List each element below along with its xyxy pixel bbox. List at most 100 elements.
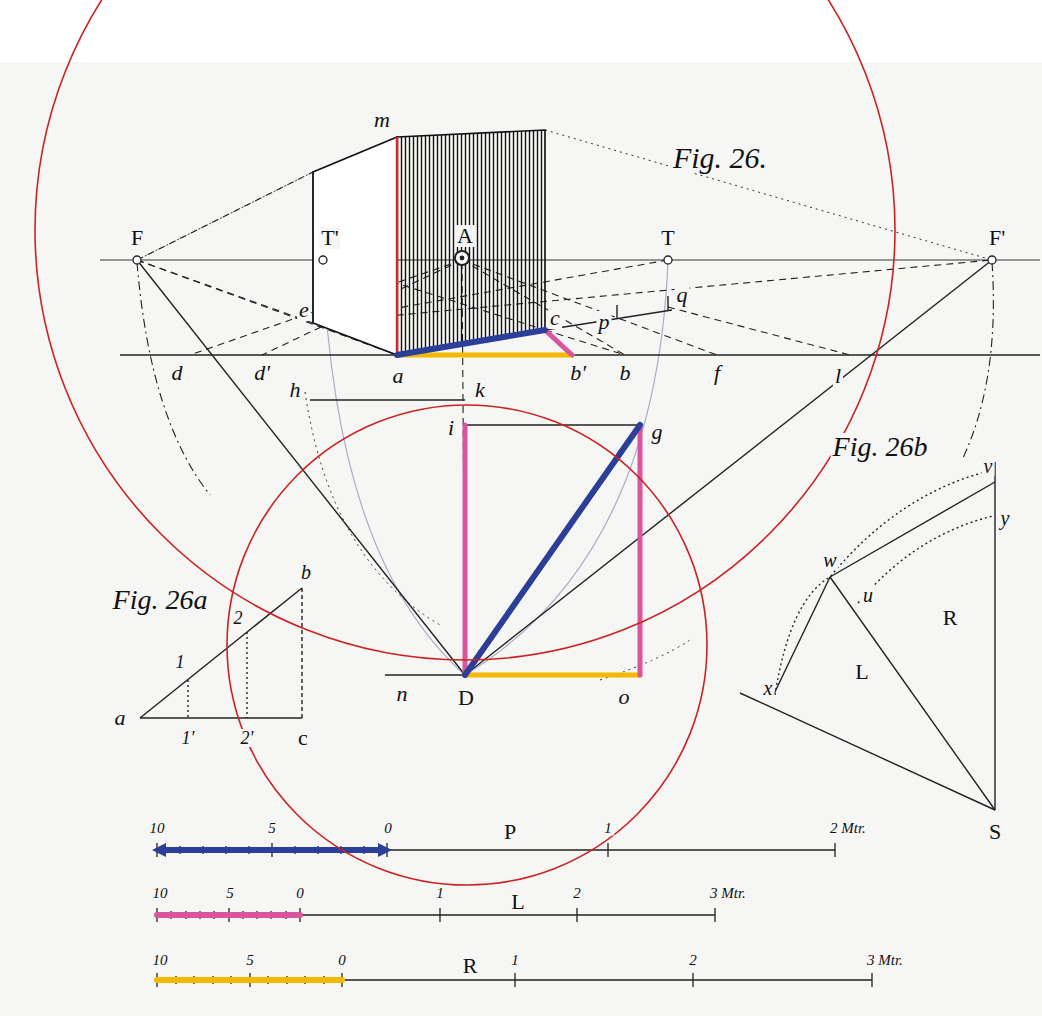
point-label: a — [113, 707, 128, 729]
scale-number: 5 — [244, 953, 256, 968]
scale-bars — [157, 843, 872, 987]
construction-lines — [137, 172, 992, 675]
paper-ground — [0, 62, 1042, 1016]
point-label: D — [456, 687, 476, 709]
measuring-line — [668, 307, 850, 355]
vanishing-line — [545, 130, 992, 260]
blue-measure — [397, 330, 545, 355]
scale-line — [157, 914, 715, 915]
point-label: q — [675, 284, 690, 306]
height-line — [396, 137, 399, 355]
vanishing-line — [137, 172, 313, 260]
point-label: b — [618, 362, 633, 384]
scale-number: 1 — [602, 821, 614, 836]
solid-lines — [137, 260, 992, 675]
region-label: R — [941, 607, 960, 629]
projection-line — [246, 632, 247, 718]
construction-arc — [962, 262, 993, 460]
triangle-side — [301, 588, 302, 718]
point-label: m — [372, 109, 392, 131]
point-label: n — [395, 683, 410, 705]
scale-unit: 2 Mtr. — [828, 821, 868, 836]
coloured-measures — [397, 330, 640, 675]
horizon-line — [100, 259, 1040, 260]
point-marker — [460, 256, 464, 260]
projection-line — [187, 680, 188, 718]
scale-line — [157, 849, 835, 850]
scale-name: P — [502, 821, 518, 843]
scale-unit: 3 Mtr. — [865, 953, 905, 968]
scale-number: 0 — [294, 886, 306, 901]
figure-line — [772, 577, 830, 698]
red-circle — [35, 0, 895, 660]
pink-scale-bar — [157, 912, 300, 918]
point-label: b — [299, 562, 313, 582]
point-label: S — [987, 821, 1003, 843]
region-label: L — [853, 661, 870, 683]
point-label: w — [821, 550, 838, 570]
yellow-measure — [465, 673, 640, 678]
scale-number: 5 — [224, 886, 236, 901]
scale-number: 1 — [434, 886, 446, 901]
hatched-face — [397, 130, 545, 355]
construction-line — [465, 424, 640, 425]
arrow-head — [152, 843, 166, 857]
blue-scale-bar — [162, 847, 382, 853]
point-marker — [988, 256, 996, 264]
point-label: u — [861, 585, 875, 605]
yellow-scale-bar — [157, 977, 342, 983]
scale-name: L — [509, 891, 526, 913]
vanishing-points — [133, 251, 996, 265]
point-label: i — [446, 417, 456, 439]
triangle-side — [140, 717, 302, 718]
scale-ticks — [157, 843, 835, 857]
measuring-line — [545, 330, 625, 355]
point-label: e — [297, 299, 311, 321]
point-label: F — [129, 227, 145, 249]
figure-line — [740, 693, 995, 810]
point-label: h — [288, 379, 303, 401]
figure-line — [830, 482, 995, 577]
point-label: x — [762, 678, 775, 698]
figure-title: Fig. 26. — [671, 143, 769, 173]
point-label: l — [833, 365, 843, 387]
scale-ticks — [157, 908, 715, 922]
figure-label: Fig. 26a — [111, 586, 210, 614]
point-label: a — [391, 365, 406, 387]
ground-line — [120, 354, 1040, 356]
point-label: v — [982, 456, 995, 476]
scale-number: 2 — [571, 886, 583, 901]
construction-arc — [137, 262, 210, 495]
scale-number: 2 — [687, 953, 699, 968]
point-marker — [664, 256, 672, 264]
tick-mark — [667, 296, 668, 311]
point-label: p — [597, 311, 612, 333]
pink-measure — [545, 330, 572, 355]
point-label: A — [455, 225, 475, 247]
point-label: y — [999, 508, 1012, 528]
point-label: c — [548, 307, 562, 329]
scale-number: 5 — [266, 821, 278, 836]
scale-ticks — [157, 973, 872, 987]
dash-dot-arcs — [137, 262, 993, 495]
point-label: 2' — [239, 729, 256, 747]
arrow-head — [378, 843, 392, 857]
scale-name: R — [461, 955, 480, 977]
point-label: o — [617, 686, 632, 708]
scale-number: 10 — [151, 953, 170, 968]
point-label: 1' — [180, 729, 197, 747]
point-marker — [319, 256, 327, 264]
tick-mark — [616, 305, 617, 319]
pink-measure — [638, 425, 643, 675]
scale-number: 0 — [336, 953, 348, 968]
point-label: 1 — [174, 653, 187, 671]
point-label: 2 — [232, 609, 245, 627]
point-label: f — [712, 362, 722, 384]
fig-26b-figure — [740, 462, 995, 810]
blue-measure — [465, 425, 640, 675]
scale-number: 10 — [148, 821, 167, 836]
scale-number: 0 — [382, 821, 394, 836]
point-label: F' — [987, 227, 1007, 249]
